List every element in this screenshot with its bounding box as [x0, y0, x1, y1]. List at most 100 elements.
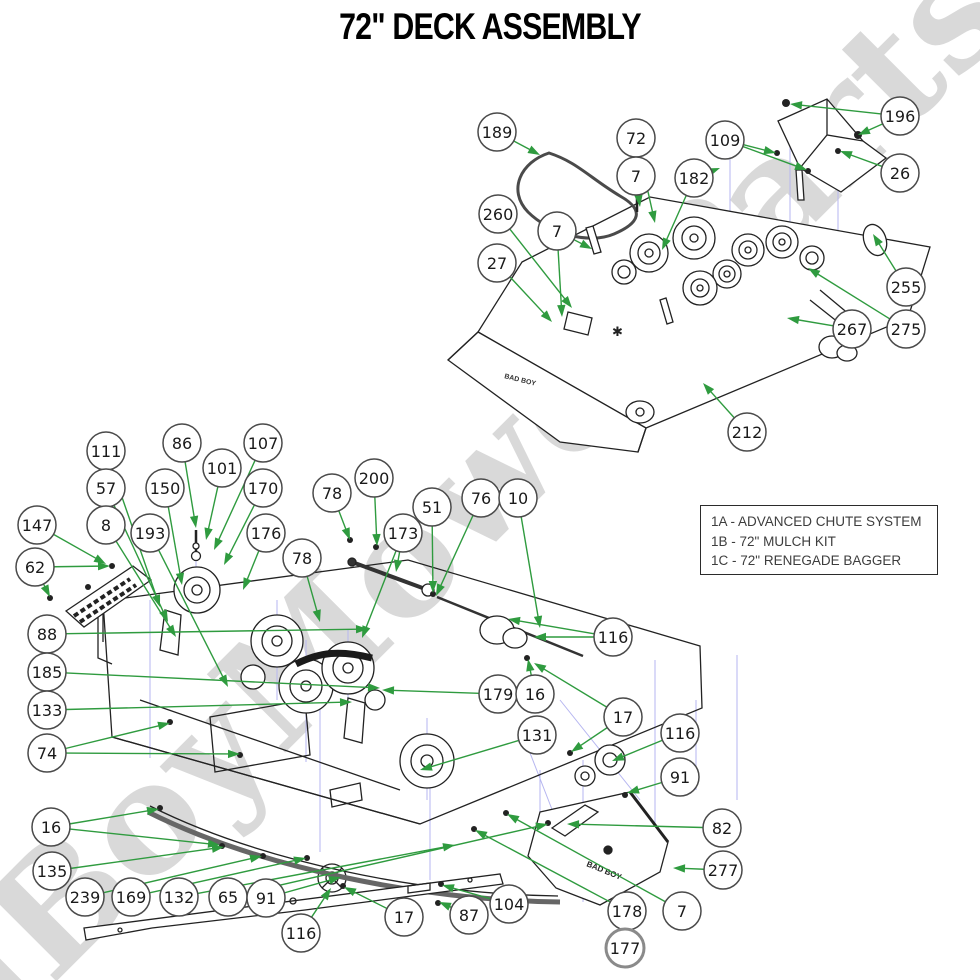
callout-189: 189	[477, 112, 517, 152]
svg-text:7: 7	[552, 222, 562, 241]
callout-111: 111	[86, 431, 126, 471]
upper-deck-drawing: ✱	[446, 98, 931, 453]
leader-arrowhead-16	[526, 659, 535, 672]
callout-193: 193	[130, 513, 170, 553]
svg-text:74: 74	[37, 744, 57, 763]
svg-text:196: 196	[885, 107, 916, 126]
svg-text:57: 57	[96, 479, 116, 498]
leader-line-91	[284, 878, 333, 894]
leader-arrowhead-109	[794, 161, 807, 170]
callout-87: 87	[449, 895, 489, 935]
leader-arrowhead-189	[527, 145, 540, 155]
leader-arrowhead-179	[382, 686, 395, 695]
callout-185: 185	[27, 652, 67, 692]
callout-51: 51	[412, 487, 452, 527]
leader-arrowhead-150	[175, 572, 185, 585]
svg-text:107: 107	[248, 434, 279, 453]
upper-pulleys	[611, 216, 825, 306]
callout-239: 239	[65, 877, 105, 917]
leader-line-277	[681, 867, 705, 870]
leader-arrowhead-87	[439, 902, 452, 911]
leader-arrowhead-255	[873, 234, 883, 247]
leader-line-16	[69, 809, 151, 825]
leader-line-62	[53, 565, 102, 568]
page-title: 72" DECK ASSEMBLY	[339, 6, 642, 47]
leader-arrowhead-135	[211, 844, 224, 853]
svg-text:212: 212	[732, 423, 763, 442]
svg-text:78: 78	[292, 549, 312, 568]
svg-text:87: 87	[459, 906, 479, 925]
legend-item-1c: 1C - 72" RENEGADE BAGGER	[711, 553, 902, 569]
svg-text:7: 7	[631, 167, 641, 186]
legend-item-1b: 1B - 72" MULCH KIT	[711, 533, 836, 549]
leader-line-26	[848, 153, 883, 168]
leader-arrowhead-101	[204, 527, 213, 540]
lower-deck-drawing: BAD BOY	[47, 530, 703, 941]
leader-line-16	[69, 828, 212, 845]
svg-text:135: 135	[37, 862, 68, 881]
svg-text:193: 193	[135, 524, 166, 543]
leader-line-196	[798, 104, 882, 115]
legend-item-1a: 1A - ADVANCED CHUTE SYSTEM	[711, 514, 922, 529]
svg-text:62: 62	[25, 558, 45, 577]
callout-7: 7	[662, 891, 702, 931]
svg-text:78: 78	[322, 484, 342, 503]
leader-arrowhead-185	[367, 683, 380, 692]
callout-260: 260	[478, 194, 518, 234]
callout-131: 131	[517, 715, 557, 755]
callout-82: 82	[702, 808, 742, 848]
leader-arrowhead-16	[207, 839, 220, 848]
leader-arrowhead-200	[372, 533, 381, 546]
svg-text:185: 185	[32, 663, 63, 682]
svg-text:170: 170	[248, 479, 279, 498]
leader-line-178	[482, 833, 611, 903]
leader-arrowhead-51	[428, 580, 438, 593]
leader-arrowhead-170	[224, 552, 234, 565]
leader-arrowhead-131	[420, 762, 433, 771]
callout-275: 275	[886, 309, 926, 349]
leader-line-173	[364, 550, 397, 630]
callout-212: 212	[727, 412, 767, 452]
leader-arrowhead-116	[320, 888, 331, 901]
leader-line-275	[815, 272, 891, 320]
leader-line-212	[708, 389, 735, 419]
svg-text:176: 176	[251, 524, 282, 543]
leader-arrowhead-116	[508, 616, 521, 626]
leader-arrowhead-277	[673, 864, 686, 873]
leader-line-101	[207, 486, 219, 532]
leader-line-86	[184, 461, 196, 520]
callout-107: 107	[243, 423, 283, 463]
leader-arrowhead-173	[393, 559, 403, 572]
leader-arrowhead-17	[571, 741, 584, 752]
leader-arrowhead-10	[533, 615, 543, 628]
leader-arrowhead-74	[157, 721, 170, 730]
leader-arrowhead-111	[152, 594, 161, 607]
svg-text:173: 173	[388, 524, 419, 543]
leader-line-185	[65, 672, 372, 689]
svg-text:91: 91	[670, 768, 690, 787]
blade	[83, 873, 504, 941]
leader-line-51	[431, 525, 434, 585]
leader-arrowhead-88	[355, 624, 368, 634]
leader-arrowhead-178	[475, 830, 488, 840]
leader-arrowhead-169	[293, 856, 306, 865]
leader-arrowhead-91	[328, 876, 341, 885]
leader-line-10	[520, 516, 540, 620]
leader-line-17	[351, 890, 388, 910]
svg-text:116: 116	[598, 628, 629, 647]
leader-arrowhead-8	[166, 624, 176, 637]
leader-line-147	[53, 533, 99, 561]
leader-line-78	[338, 510, 348, 532]
leader-line-104	[450, 886, 491, 900]
svg-text:267: 267	[837, 320, 868, 339]
callout-116: 116	[593, 617, 633, 657]
leader-line-267	[795, 318, 834, 327]
leader-arrowhead-116	[534, 632, 546, 642]
svg-text:8: 8	[101, 516, 111, 535]
svg-text:101: 101	[207, 459, 238, 478]
leader-line-74	[65, 724, 162, 750]
svg-text:17: 17	[394, 908, 414, 927]
leader-arrowhead-78	[341, 527, 350, 540]
callout-196: 196	[880, 96, 920, 136]
callout-91: 91	[246, 878, 286, 918]
